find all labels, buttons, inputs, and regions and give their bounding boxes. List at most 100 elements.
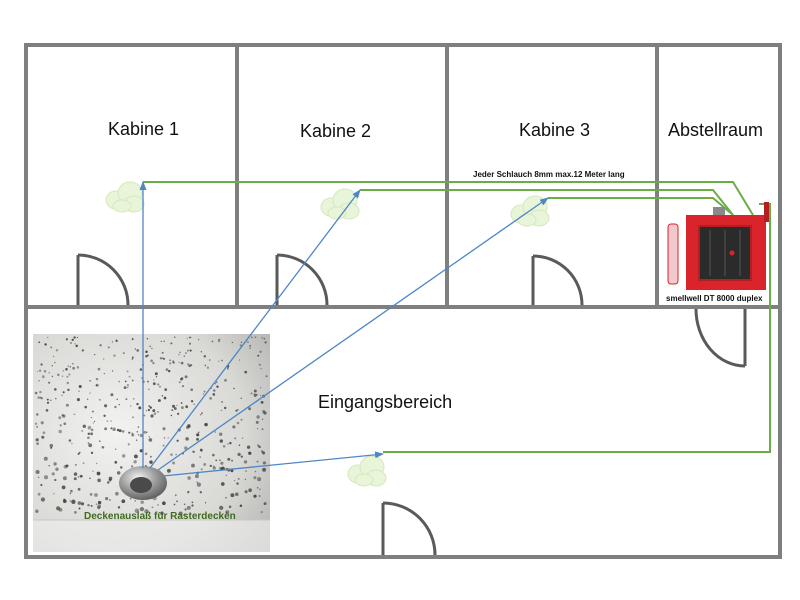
perforation-dot [120, 466, 123, 469]
perforation-dot [176, 439, 179, 442]
room-label-kabine-2: Kabine 2 [300, 121, 371, 141]
perforation-dot [98, 398, 101, 401]
door-kabine-2 [275, 253, 329, 306]
perforation-dot [89, 477, 91, 480]
perforation-dot [152, 409, 156, 413]
perforation-dot [140, 500, 144, 504]
perforation-dot [219, 459, 221, 462]
perforation-dot [66, 375, 69, 378]
perforation-dot [73, 477, 77, 481]
perforation-dot [135, 439, 138, 441]
perforation-dot [70, 342, 72, 344]
perforation-dot [146, 354, 149, 357]
perforation-dot [39, 390, 42, 394]
scent-clouds [105, 181, 550, 487]
perforation-dot [54, 478, 57, 482]
perforation-dot [231, 341, 233, 344]
perforation-dot [34, 422, 38, 425]
perforation-dot [92, 422, 94, 424]
device-label: smellwell DT 8000 duplex [666, 294, 763, 303]
perforation-dot [253, 476, 257, 480]
perforation-dot [190, 388, 194, 392]
perforation-dot [35, 470, 40, 474]
perforation-dot [221, 401, 223, 403]
perforation-dot [160, 340, 162, 343]
perforation-dot [217, 360, 220, 363]
perforation-dot [116, 398, 118, 400]
perforation-dot [214, 383, 217, 385]
perforation-dot [260, 367, 262, 370]
perforation-dot [126, 384, 130, 387]
perforation-dot [69, 500, 71, 502]
perforation-dot [169, 359, 171, 362]
perforation-dot [108, 499, 111, 501]
door-eingang [381, 501, 437, 556]
perforation-dot [265, 375, 268, 378]
perforation-dot [209, 464, 212, 468]
perforation-dot [176, 404, 178, 407]
perforation-dot [117, 506, 121, 509]
perforation-dot [149, 455, 152, 458]
perforation-dot [130, 465, 134, 468]
perforation-dot [55, 349, 59, 352]
perforation-dot [264, 341, 267, 344]
perforation-dot [72, 362, 74, 365]
perforation-dot [172, 361, 175, 364]
door-abstellraum [694, 308, 747, 368]
perforation-dot [162, 501, 166, 506]
perforation-dot [40, 483, 43, 487]
perforation-dot [256, 415, 260, 419]
perforation-dot [161, 351, 164, 354]
perforation-dot [246, 445, 251, 449]
perforation-dot [235, 492, 239, 497]
perforation-dot [180, 406, 184, 410]
perforation-dot [166, 468, 171, 473]
door-kabine-3 [531, 254, 584, 306]
photo-caption: Deckenauslaß für Rasterdecken [84, 511, 236, 522]
perforation-dot [110, 393, 114, 397]
perforation-dot [248, 488, 252, 493]
perforation-dot [41, 375, 45, 379]
perforation-dot [43, 456, 48, 461]
perforation-dot [234, 437, 237, 440]
perforation-dot [103, 372, 105, 375]
perforation-dot [162, 444, 165, 447]
perforation-dot [244, 370, 248, 374]
perforation-dot [262, 410, 266, 413]
perforation-dot [196, 438, 199, 441]
perforation-dot [199, 448, 203, 452]
perforation-dot [164, 388, 168, 391]
walls [24, 43, 782, 559]
perforation-dot [152, 382, 156, 386]
perforation-dot [187, 363, 190, 366]
perforation-dot [193, 403, 195, 405]
perforation-dot [89, 379, 92, 382]
perforation-dot [241, 437, 244, 439]
perforation-dot [230, 469, 234, 473]
perforation-dot [223, 406, 227, 410]
perforation-dot [187, 476, 191, 480]
perforation-dot [127, 443, 130, 446]
perforation-dot [244, 490, 248, 494]
perforation-dot [178, 511, 183, 516]
door-kabine-1 [76, 253, 130, 306]
perforation-dot [248, 407, 252, 411]
perforation-dot [260, 450, 264, 453]
perforation-dot [250, 392, 253, 395]
perforation-dot [254, 336, 257, 339]
perforation-dot [259, 394, 262, 397]
perforation-dot [231, 459, 234, 462]
perforation-dot [199, 491, 202, 494]
perforation-dot [90, 504, 93, 507]
perforation-dot [256, 486, 259, 489]
perforation-dot [136, 349, 139, 352]
perforation-dot [167, 437, 169, 439]
perforation-dot [87, 442, 90, 444]
perforation-dot [81, 429, 84, 432]
perforation-dot [58, 416, 62, 420]
perforation-dot [131, 358, 134, 360]
perforation-dot [78, 507, 81, 510]
perforation-dot [243, 460, 248, 464]
perforation-dot [128, 431, 131, 434]
